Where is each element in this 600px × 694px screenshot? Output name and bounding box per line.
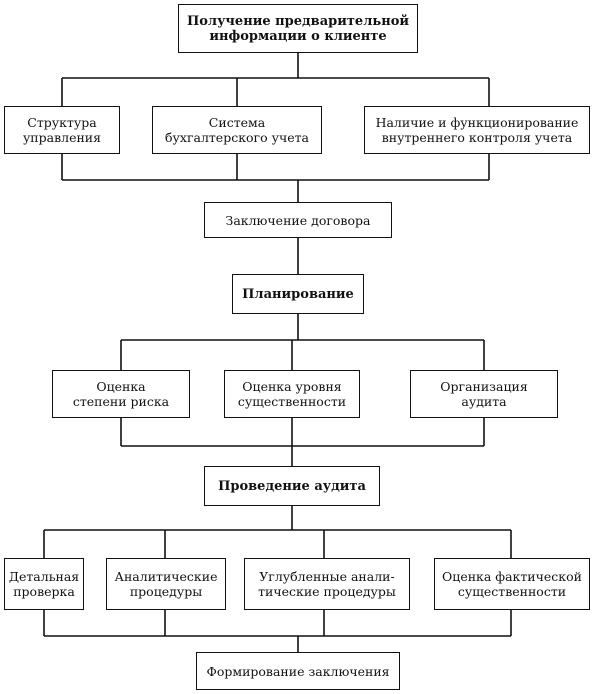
node-deep-analytical-procedures: Углубленные анали-тические процедуры <box>244 558 410 610</box>
node-planning: Планирование <box>232 274 364 314</box>
node-conduct-audit: Проведение аудита <box>204 466 380 506</box>
node-conclusion: Формирование заключения <box>196 652 400 690</box>
node-contract: Заключение договора <box>204 202 392 238</box>
